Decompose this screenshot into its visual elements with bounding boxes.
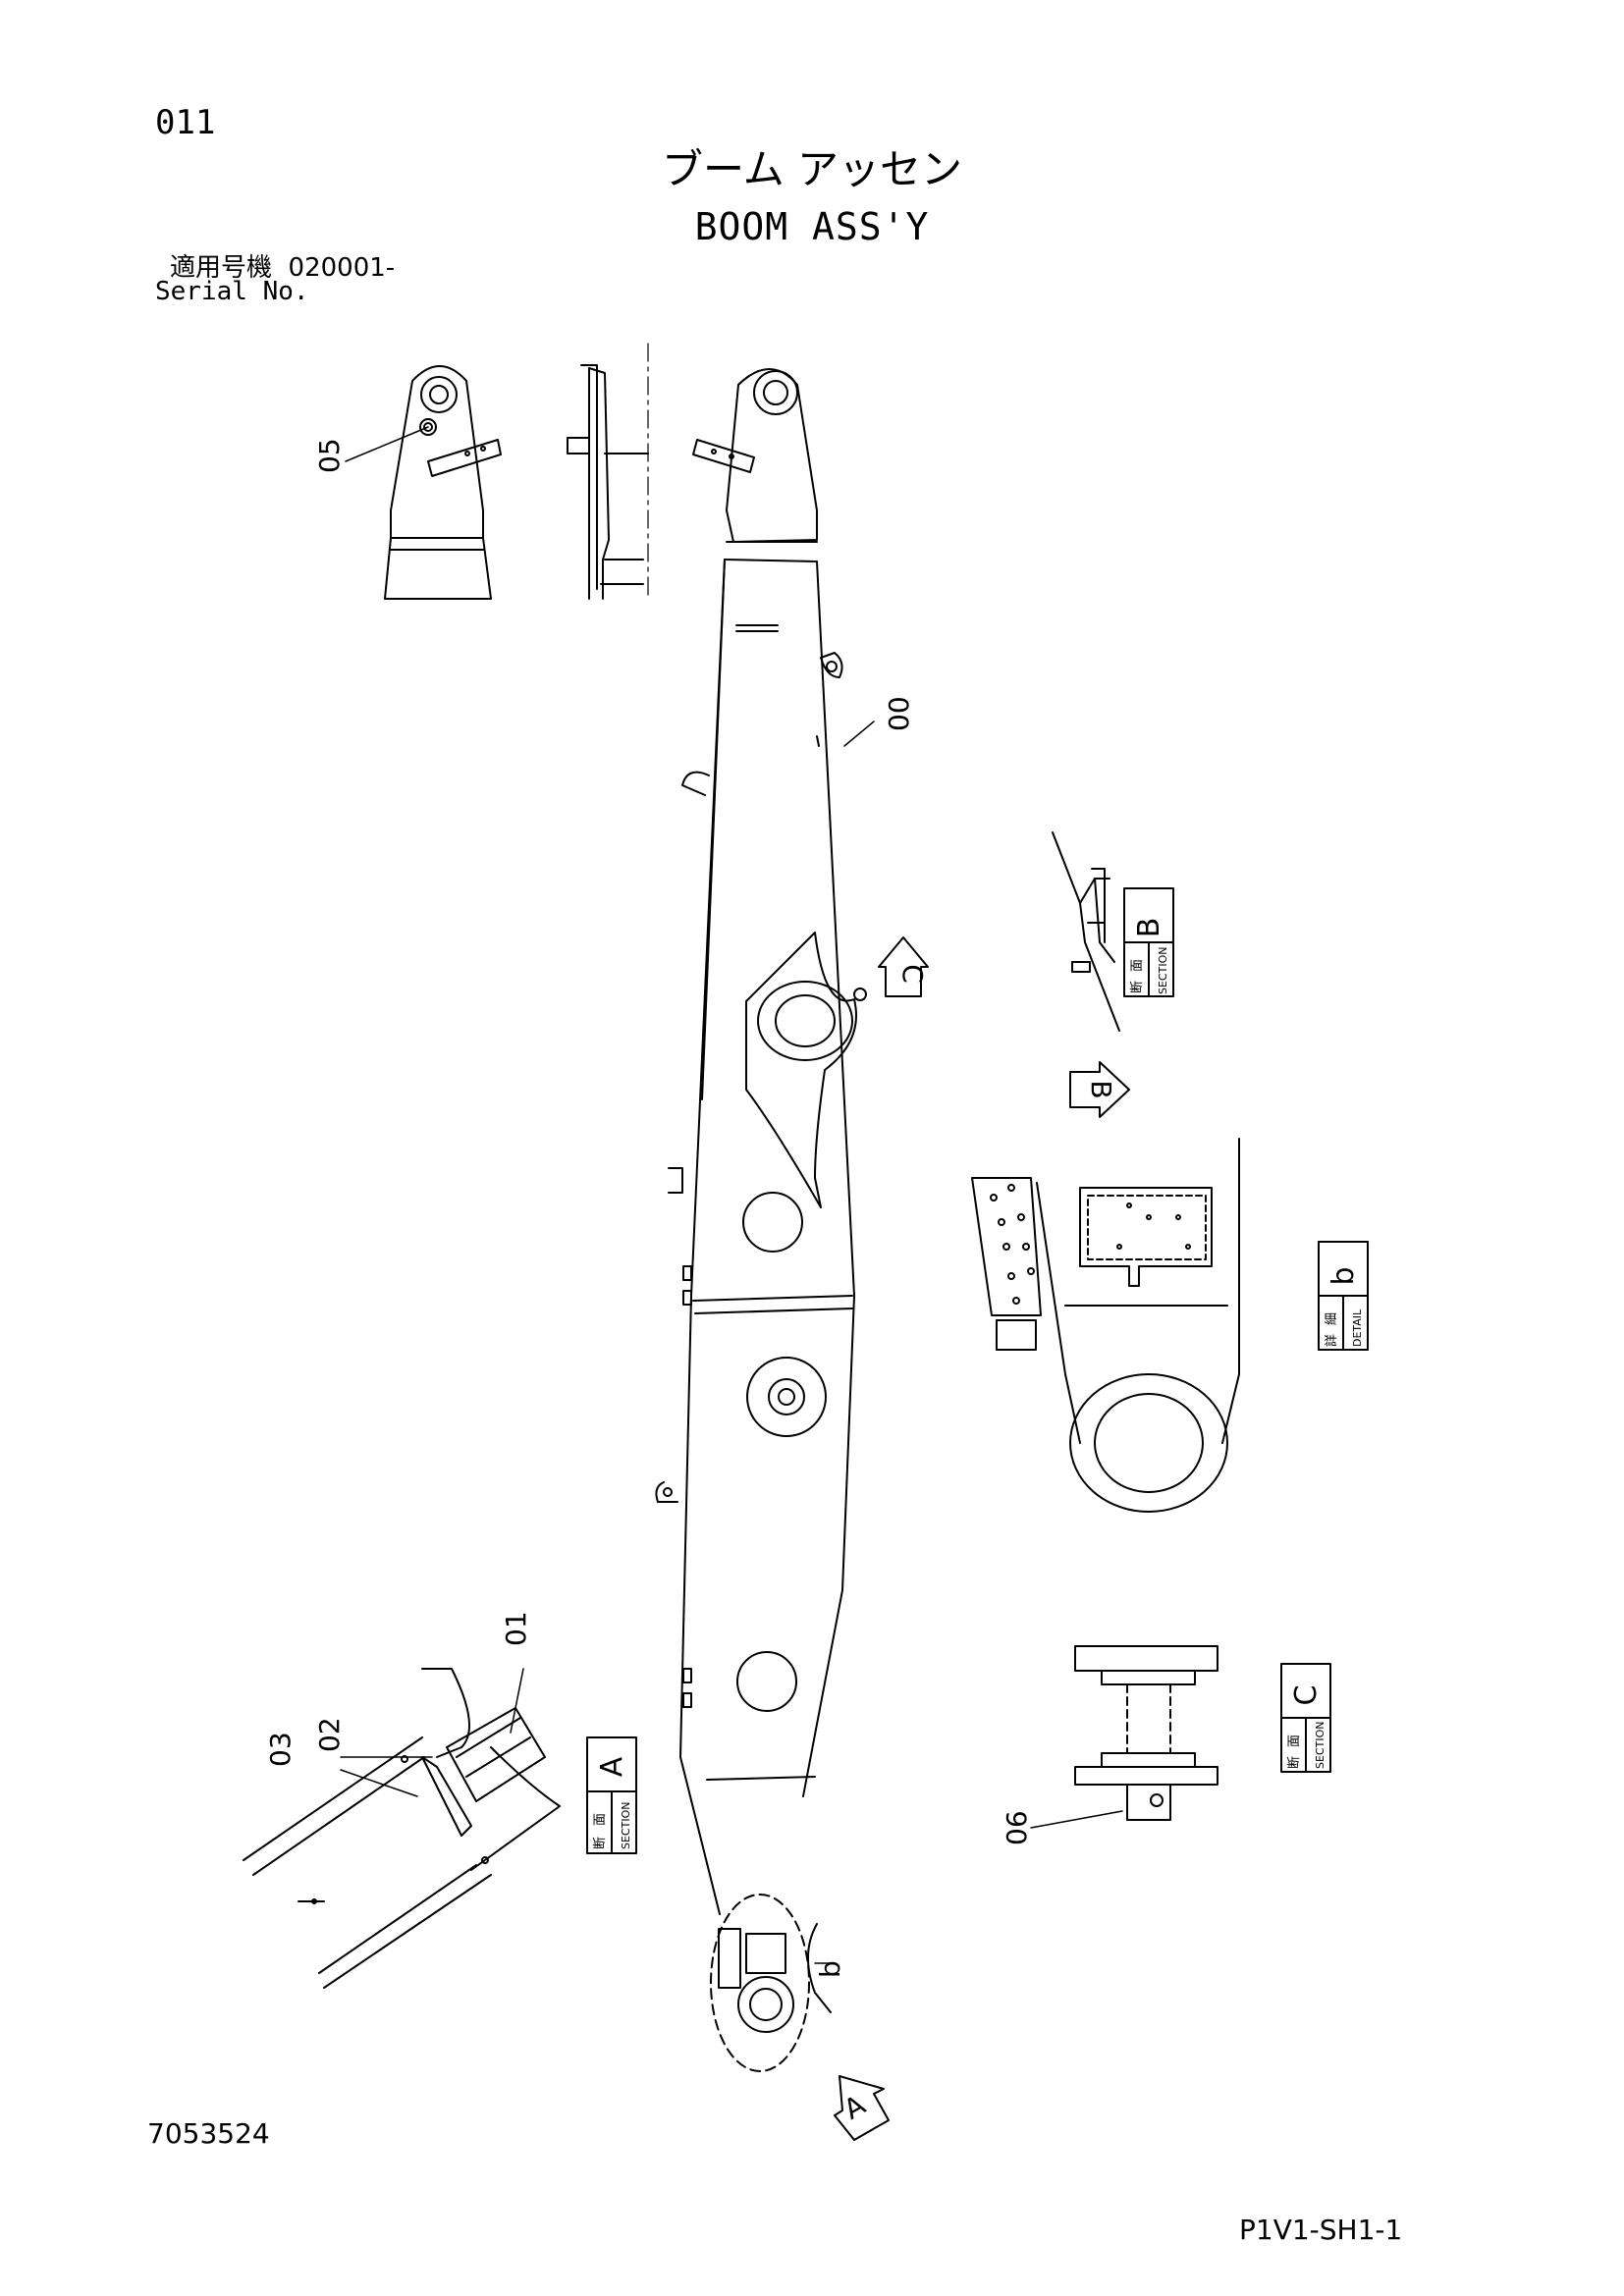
detail-circle-label-b: b [814, 1960, 846, 1978]
detail-b-view [971, 1138, 1240, 1513]
view-arrow-c: C [878, 936, 929, 997]
title-japanese: ブーム アッセン [661, 145, 963, 193]
title-english: BOOM ASS'Y [694, 205, 930, 248]
drawing-number: 7053524 [147, 2117, 270, 2150]
section-tag-c-word: SECTION [1314, 1722, 1326, 1769]
main-boom [655, 368, 867, 2072]
section-tag-b-word: SECTION [1157, 947, 1169, 994]
section-tag-b: B 断 面 SECTION [1123, 887, 1174, 997]
view-arrow-c-label: C [896, 964, 929, 984]
view-arrow-b: B [1069, 1061, 1130, 1118]
boom-top-side-view [567, 343, 649, 600]
serial-label-en: Serial No. [155, 277, 309, 306]
section-b-view [1052, 831, 1120, 1032]
serial-applicable-label: 適用号機 020001- [170, 255, 395, 281]
part-label-05: 05 [313, 438, 346, 473]
section-a-view [243, 1668, 561, 1989]
detail-tag-b-word: DETAIL [1351, 1308, 1364, 1347]
section-tag-a-letter: A [595, 1756, 629, 1777]
part-label-02: 02 [313, 1717, 346, 1752]
section-tag-c-letter: C [1289, 1685, 1324, 1706]
sheet-id: P1V1-SH1-1 [1239, 2214, 1403, 2246]
part-label-06: 06 [1001, 1810, 1033, 1845]
section-tag-a: A 断 面 SECTION [586, 1736, 637, 1854]
part-label-03: 03 [264, 1732, 297, 1767]
part-label-00: 00 [883, 696, 915, 731]
page-number: 011 [155, 103, 216, 142]
section-tag-a-kanji2: 面 [593, 1813, 608, 1826]
detail-tag-b-kanji2: 細 [1325, 1312, 1339, 1325]
section-tag-b-detail: b 詳 細 DETAIL [1318, 1241, 1369, 1351]
section-tag-b-kanji1: 断 [1130, 981, 1145, 993]
section-tag-a-kanji1: 断 [593, 1837, 608, 1849]
boom-top-front-view [345, 365, 502, 600]
serial-range: 020001- [288, 253, 396, 283]
section-tag-c-kanji1: 断 [1287, 1756, 1302, 1769]
view-arrow-a-label: A [839, 2089, 871, 2126]
part-label-01: 01 [500, 1611, 532, 1646]
view-arrow-a: A [834, 2075, 890, 2141]
view-arrow-b-label: B [1085, 1080, 1117, 1098]
section-tag-b-letter: B [1132, 918, 1166, 938]
section-tag-b-kanji2: 面 [1130, 959, 1145, 972]
section-c-view [1030, 1645, 1218, 1829]
section-tag-c-kanji2: 面 [1287, 1735, 1302, 1747]
section-tag-a-word: SECTION [620, 1802, 632, 1849]
detail-tag-b-kanji1: 詳 [1324, 1334, 1339, 1347]
detail-tag-b-letter: b [1326, 1266, 1361, 1285]
section-tag-c: C 断 面 SECTION [1280, 1663, 1331, 1773]
serial-label-jp: 適用号機 [170, 253, 273, 283]
